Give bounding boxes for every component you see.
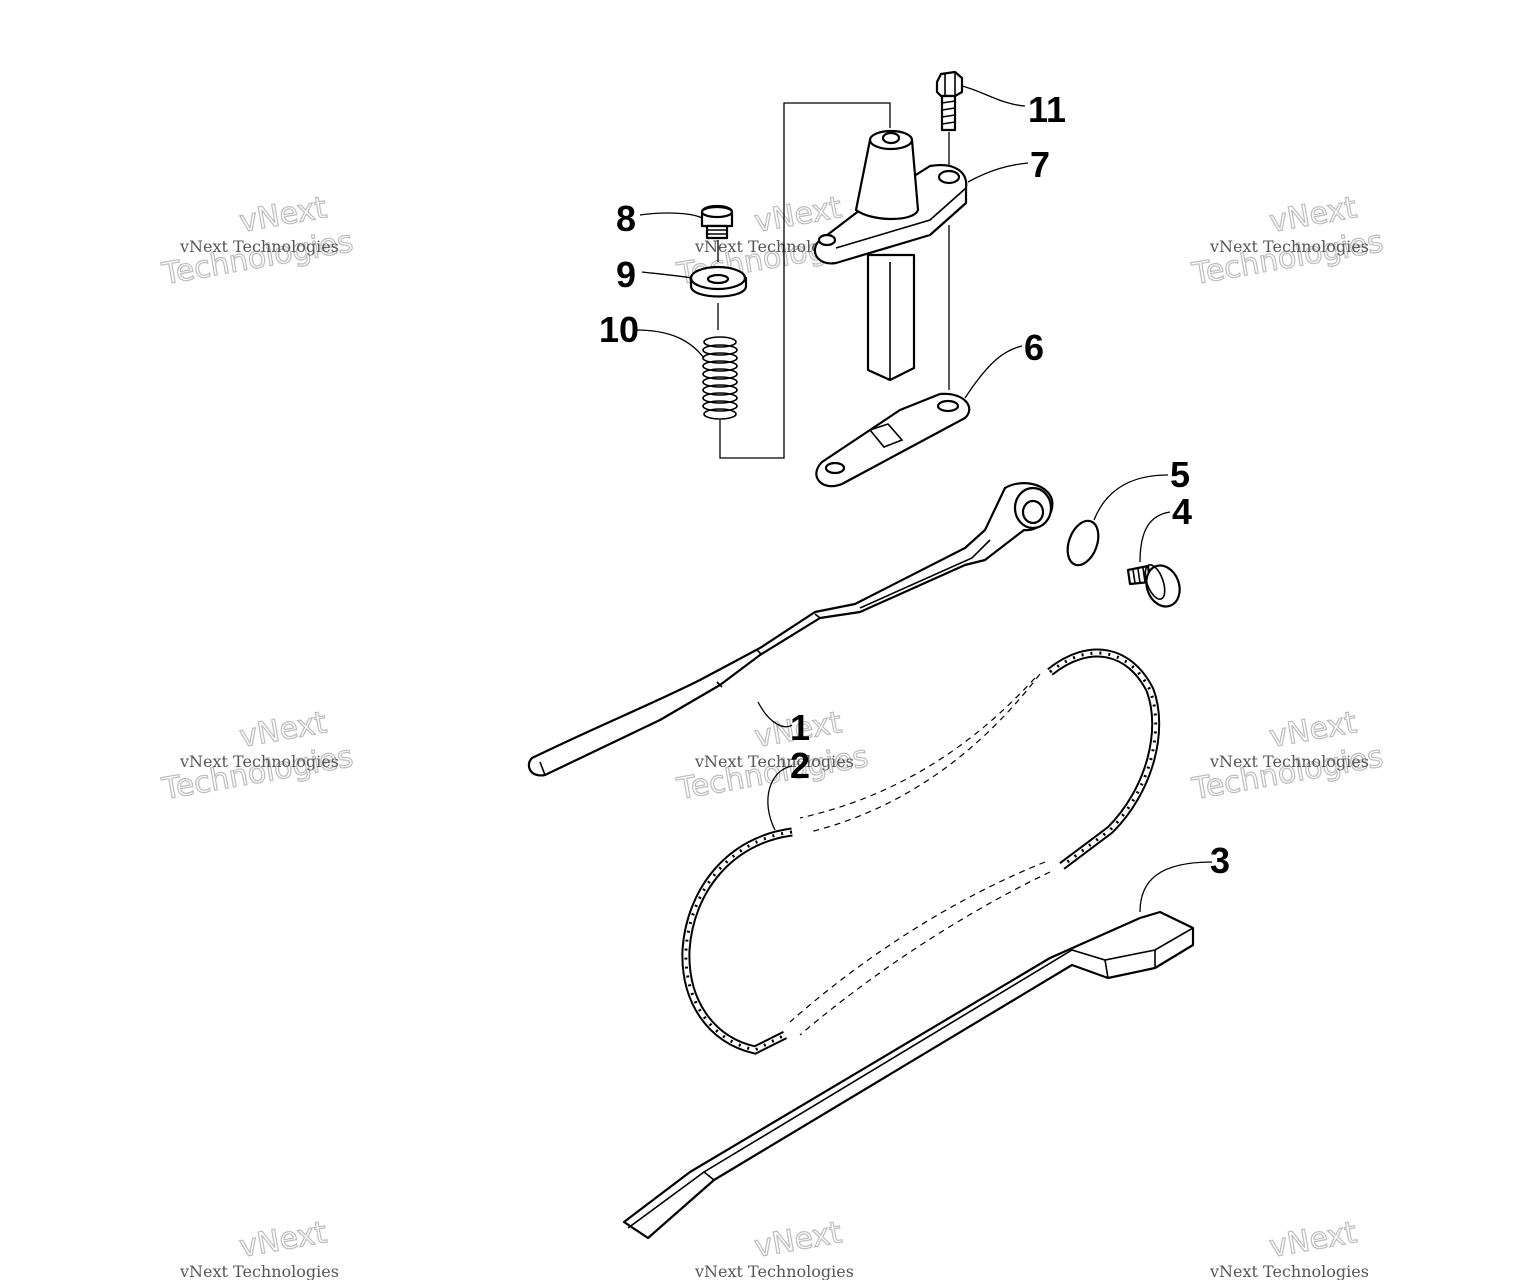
callout-labels: 11 7 8 9 10 6 5 4 1 2 3 xyxy=(599,89,1230,881)
part-spring xyxy=(702,336,738,420)
callout-9: 9 xyxy=(616,254,636,295)
watermark: vNext Technologies vNext Technologies xyxy=(158,705,356,808)
part-timing-chain xyxy=(681,648,1161,1055)
callout-5: 5 xyxy=(1170,454,1190,495)
part-chain-guide xyxy=(622,910,1195,1240)
callout-1: 1 xyxy=(790,707,810,748)
watermark: vNext Technologies vNext Technologies xyxy=(1188,705,1386,808)
callout-11: 11 xyxy=(1028,89,1066,130)
part-tensioner-arm xyxy=(527,482,1054,777)
callout-4: 4 xyxy=(1172,491,1192,532)
watermark-small: vNext Technologies xyxy=(694,1262,854,1280)
callout-6: 6 xyxy=(1024,327,1044,368)
watermark-large-top: vNext xyxy=(752,1215,845,1265)
watermark: vNext vNext Technologies xyxy=(179,1215,339,1280)
watermark: vNext Technologies vNext Technologies xyxy=(1188,190,1386,293)
watermark-small: vNext Technologies xyxy=(694,752,854,771)
part-plunger-cap xyxy=(700,204,734,240)
callout-2: 2 xyxy=(790,745,810,786)
part-shoulder-bolt xyxy=(1126,564,1181,608)
part-tensioner-housing xyxy=(813,129,968,382)
part-washer xyxy=(689,265,748,298)
watermark-small: vNext Technologies xyxy=(1209,1262,1369,1280)
watermark: vNext vNext Technologies xyxy=(694,1215,854,1280)
watermark: vNext Technologies vNext Technologies xyxy=(158,190,356,293)
watermark-small: vNext Technologies xyxy=(179,1262,339,1280)
watermark: vNext vNext Technologies xyxy=(1209,1215,1369,1280)
part-bolt xyxy=(935,70,964,132)
callout-7: 7 xyxy=(1030,144,1050,185)
watermark-small: vNext Technologies xyxy=(179,237,339,256)
watermark-small: vNext Technologies xyxy=(179,752,339,771)
callout-10: 10 xyxy=(599,309,639,350)
watermark-small: vNext Technologies xyxy=(1209,237,1369,256)
watermark-small: vNext Technologies xyxy=(1209,752,1369,771)
watermark-group: vNext Technologies vNext Technologies vN… xyxy=(158,190,1386,1280)
callout-8: 8 xyxy=(616,198,636,239)
part-gasket xyxy=(815,392,971,488)
watermark-large-top: vNext xyxy=(1267,1215,1360,1265)
watermark-large-top: vNext xyxy=(237,1215,330,1265)
callout-3: 3 xyxy=(1210,840,1230,881)
callout-leaders xyxy=(635,85,1213,913)
assembly-lines xyxy=(717,102,950,459)
part-o-ring xyxy=(1066,519,1100,567)
